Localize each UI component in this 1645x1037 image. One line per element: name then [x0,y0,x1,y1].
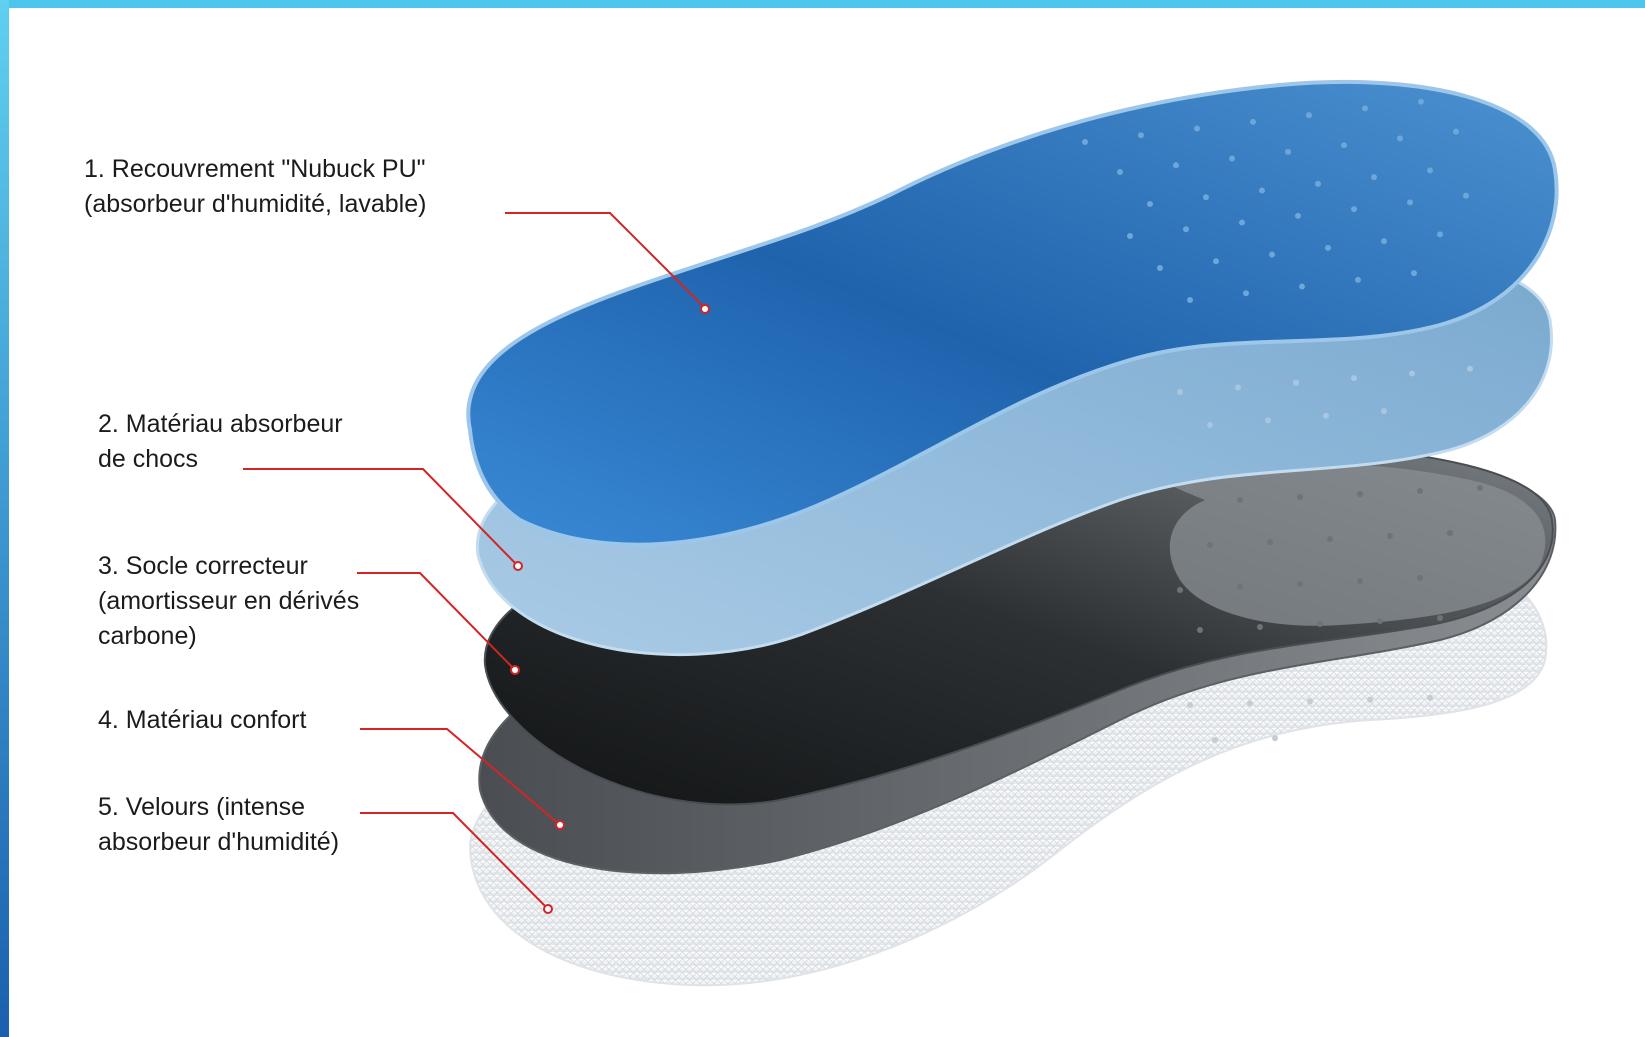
perforation-dot [1235,384,1241,390]
label-layer-3-line-1: 3. Socle correcteur [98,549,359,584]
perforation-dot [1407,199,1413,205]
perforation-dot [1177,587,1183,593]
perforation-dot [1250,119,1256,125]
perforation-dot [1362,105,1368,111]
perforation-dot [1437,615,1443,621]
leader-dot-1 [701,305,709,313]
perforation-dot [1229,156,1235,162]
perforation-dot [1082,139,1088,145]
perforation-dot [1257,624,1263,630]
label-layer-4-line-1: 4. Matériau confort [98,703,306,738]
label-layer-1: 1. Recouvrement "Nubuck PU" (absorbeur d… [84,152,426,222]
perforation-dot [1411,270,1417,276]
perforation-dot [1417,575,1423,581]
label-layer-3-line-2: (amortisseur en dérivés [98,584,359,619]
perforation-dot [1409,370,1415,376]
perforation-dot [1317,621,1323,627]
label-layer-5-line-1: 5. Velours (intense [98,790,339,825]
perforation-dot [1381,408,1387,414]
perforation-dot [1157,265,1163,271]
perforation-dot [1437,231,1443,237]
perforation-dot [1477,485,1483,491]
perforation-dot [1427,695,1433,701]
perforation-dot [1387,533,1393,539]
perforation-dot [1397,135,1403,141]
perforation-dot [1307,698,1313,704]
perforation-dot [1243,290,1249,296]
perforation-dot [1467,366,1473,372]
perforation-dot [1259,188,1265,194]
perforation-dot [1269,252,1275,258]
label-layer-1-line-2: (absorbeur d'humidité, lavable) [84,187,426,222]
perforation-dot [1293,380,1299,386]
perforation-dot [1306,112,1312,118]
perforation-dot [1351,375,1357,381]
perforation-dot [1427,167,1433,173]
perforation-dot [1355,277,1361,283]
label-layer-5-line-2: absorbeur d'humidité) [98,825,339,860]
perforation-dot [1285,149,1291,155]
perforation-dot [1377,618,1383,624]
perforation-dot [1297,581,1303,587]
leader-dot-3 [511,666,519,674]
perforation-dot [1239,220,1245,226]
perforation-dot [1371,174,1377,180]
perforation-dot [1203,194,1209,200]
perforation-dot [1117,169,1123,175]
perforation-dot [1138,132,1144,138]
perforation-dot [1265,417,1271,423]
perforation-dot [1357,578,1363,584]
perforation-dot [1325,245,1331,251]
perforation-dot [1341,142,1347,148]
perforation-dot [1212,737,1218,743]
leader-dot-2 [514,562,522,570]
perforation-dot [1367,697,1373,703]
perforation-dot [1327,536,1333,542]
perforation-dot [1213,258,1219,264]
perforation-dot [1463,193,1469,199]
perforation-dot [1323,413,1329,419]
label-layer-2-line-1: 2. Matériau absorbeur [98,407,343,442]
perforation-dot [1127,233,1133,239]
frame-left-bar [0,0,9,1037]
perforation-dot [1357,491,1363,497]
perforation-dot [1447,530,1453,536]
perforation-dot [1187,702,1193,708]
label-layer-5: 5. Velours (intense absorbeur d'humidité… [98,790,339,860]
perforation-dot [1187,297,1193,303]
label-layer-4: 4. Matériau confort [98,703,306,738]
perforation-dot [1194,126,1200,132]
perforation-dot [1237,497,1243,503]
perforation-dot [1351,206,1357,212]
perforation-dot [1267,539,1273,545]
perforation-dot [1297,494,1303,500]
frame-top-bar [0,0,1645,8]
perforation-dot [1417,488,1423,494]
label-layer-3: 3. Socle correcteur (amortisseur en déri… [98,549,359,654]
perforation-dot [1295,213,1301,219]
perforation-dot [1272,735,1278,741]
perforation-dot [1247,700,1253,706]
label-layer-2-line-2: de chocs [98,442,343,477]
perforation-dot [1173,162,1179,168]
label-layer-1-line-1: 1. Recouvrement "Nubuck PU" [84,152,426,187]
leader-dot-5 [544,905,552,913]
label-layer-2: 2. Matériau absorbeur de chocs [98,407,343,477]
perforation-dot [1197,627,1203,633]
perforation-dot [1207,422,1213,428]
perforation-dot [1183,226,1189,232]
perforation-dot [1237,584,1243,590]
perforation-dot [1315,181,1321,187]
perforation-dot [1207,542,1213,548]
perforation-dot [1299,284,1305,290]
perforation-dot [1147,201,1153,207]
perforation-dot [1418,99,1424,105]
leader-dot-4 [556,821,564,829]
perforation-dot [1381,238,1387,244]
perforation-dot [1177,389,1183,395]
label-layer-3-line-3: carbone) [98,619,359,654]
perforation-dot [1453,129,1459,135]
